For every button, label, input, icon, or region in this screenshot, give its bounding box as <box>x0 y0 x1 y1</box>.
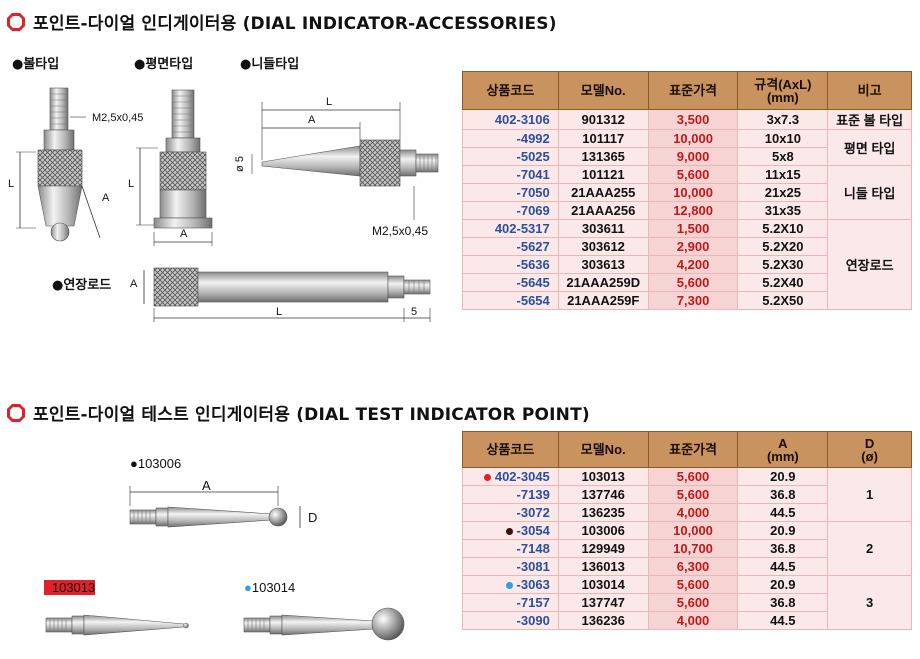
dark-dot-icon <box>505 528 513 536</box>
dim-A-rod: A <box>130 278 138 290</box>
accessory-table: 상품코드 모델No. 표준가격 규격(AxL) (mm) 비고 402-3106… <box>462 71 912 310</box>
table-row: -3054 103006 10,000 20.9 2 <box>462 521 912 576</box>
th-a: A (mm) <box>737 431 829 468</box>
th-model: 모델No. <box>557 71 649 110</box>
label-needle-type: ●니들타입 <box>240 57 300 72</box>
d-value-2: 2 <box>827 521 912 576</box>
note-flat: 평면 타입 <box>827 129 912 166</box>
table-row: 402-3045 103013 5,600 20.9 1 <box>462 467 912 522</box>
dim-D-test: D <box>308 510 318 525</box>
table-row: -3063 103014 5,600 20.9 3 <box>462 575 912 630</box>
table-row: -7139 137746 5,600 36.8 <box>462 485 912 504</box>
d-value-3: 3 <box>827 575 912 630</box>
octagon-icon <box>7 403 25 422</box>
dim-thread-needle: M2,5x0,45 <box>372 224 429 238</box>
dim-5-rod: 5 <box>411 306 418 318</box>
label-103014: ●103014 <box>244 580 296 595</box>
label-extension-rod: ●연장로드 <box>52 278 112 293</box>
section1-title: 포인트-다이얼 인디게이터용 (DIAL INDICATOR-ACCESSORI… <box>6 9 557 34</box>
dim-A-ball: A <box>102 192 110 204</box>
table-row: -7041 101121 5,600 11x15 니들 타입 <box>462 165 912 220</box>
table-row: -3090 136236 4,000 44.5 <box>462 611 912 630</box>
d-value-1: 1 <box>827 467 912 522</box>
table-row: 402-3106 901312 3,500 3x7.3 표준 볼 타입 <box>462 109 912 130</box>
table-row: -3081 136013 6,300 44.5 <box>462 557 912 576</box>
section2-title: 포인트-다이얼 테스트 인디게이터용 (DIAL TEST INDICATOR … <box>6 400 590 425</box>
section1-title-text: 포인트-다이얼 인디게이터용 (DIAL INDICATOR-ACCESSORI… <box>33 14 557 34</box>
accessory-drawings <box>16 87 439 322</box>
dim-thread-ball: M2,5x0,45 <box>92 112 144 124</box>
table-row: -3072 136235 4,000 44.5 <box>462 503 912 522</box>
label-flat-type: ●평면타입 <box>134 57 194 72</box>
dim-A-needle: A <box>308 114 316 126</box>
th-d: D (ø) <box>827 431 912 468</box>
octagon-icon <box>7 12 25 31</box>
dim-L-ball: L <box>8 178 15 190</box>
label-ball-type: ●볼타입 <box>12 57 60 72</box>
dim-L-rod: L <box>276 306 283 318</box>
label-103006: ●103006 <box>130 456 182 471</box>
dim-L-needle: L <box>326 96 333 108</box>
label-103013: ●103013 <box>44 580 96 595</box>
blue-dot-icon <box>505 582 513 590</box>
dim-A-test: A <box>202 478 211 493</box>
red-dot-icon <box>483 474 491 482</box>
note-rod: 연장로드 <box>827 219 912 310</box>
th-code: 상품코드 <box>462 431 559 468</box>
table-row: -4992 101117 10,000 10x10 평면 타입 <box>462 129 912 166</box>
note-ball: 표준 볼 타입 <box>827 109 912 130</box>
test-point-drawings <box>45 486 405 641</box>
dim-L-flat: L <box>128 178 135 190</box>
table-row: -5636 303613 4,200 5.2X30 <box>462 255 912 274</box>
th-price: 표준가격 <box>647 71 739 110</box>
test-point-table: 상품코드 모델No. 표준가격 A (mm) D (ø) 402-3045 10… <box>462 431 912 630</box>
table-row: -7069 21AAA256 12,800 31x35 <box>462 201 912 220</box>
dim-A-flat: A <box>180 228 188 240</box>
section2-title-text: 포인트-다이얼 테스트 인디게이터용 (DIAL TEST INDICATOR … <box>33 405 590 425</box>
th-spec: 규격(AxL) (mm) <box>737 71 829 110</box>
th-code: 상품코드 <box>462 71 559 110</box>
table-row: -5654 21AAA259F 7,300 5.2X50 <box>462 291 912 310</box>
table-row: -5645 21AAA259D 5,600 5.2X40 <box>462 273 912 292</box>
th-note: 비고 <box>827 71 912 110</box>
th-price: 표준가격 <box>647 431 739 468</box>
table-row: 402-5317 303611 1,500 5.2X10 연장로드 <box>462 219 912 310</box>
dim-phi5-needle: ø 5 <box>233 156 246 172</box>
th-model: 모델No. <box>557 431 649 468</box>
note-needle: 니들 타입 <box>827 165 912 220</box>
table-row: -5025 131365 9,000 5x8 <box>462 147 912 166</box>
table-row: -5627 303612 2,900 5.2X20 <box>462 237 912 256</box>
